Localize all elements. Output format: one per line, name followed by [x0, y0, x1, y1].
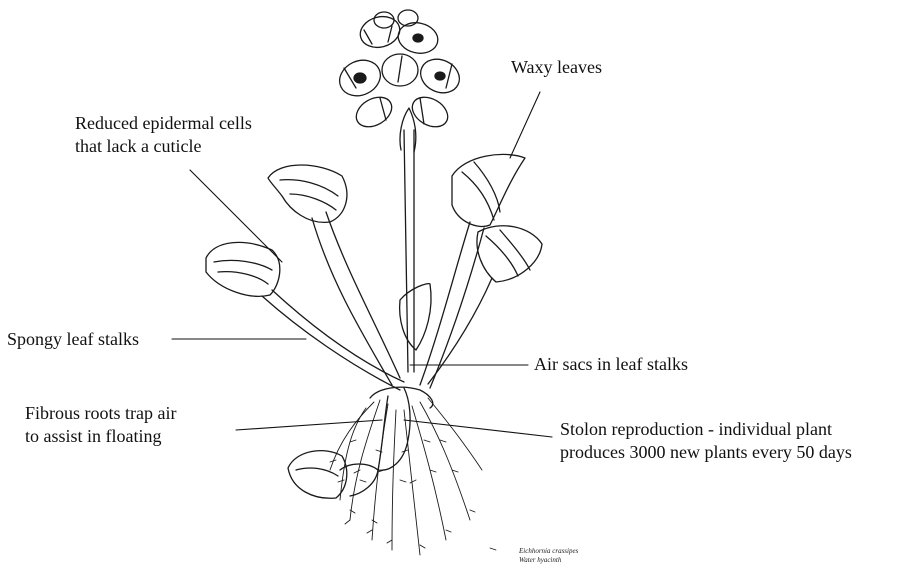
leader-roots — [236, 420, 382, 430]
label-waxy-leaves: Waxy leaves — [511, 56, 602, 79]
label-stolon-line1: Stolon reproduction - individual plant — [560, 418, 832, 441]
leader-lines — [172, 92, 552, 437]
caption-common-name: Water hyacinth — [519, 556, 561, 565]
label-air-sacs: Air sacs in leaf stalks — [534, 353, 688, 376]
leader-epidermal — [190, 170, 282, 262]
label-epidermal-line1: Reduced epidermal cells — [75, 112, 252, 135]
label-spongy-stalks: Spongy leaf stalks — [7, 328, 139, 351]
flower-cluster — [334, 10, 465, 133]
label-epidermal-line2: that lack a cuticle — [75, 135, 201, 158]
label-stolon-line2: produces 3000 new plants every 50 days — [560, 441, 852, 464]
leaf-stalks — [262, 212, 492, 390]
leaf-blades — [206, 154, 542, 498]
plant-base — [370, 387, 433, 470]
label-roots-line1: Fibrous roots trap air — [25, 402, 176, 425]
leader-stolon — [404, 420, 552, 437]
caption-species: Eichhornia crassipes — [519, 547, 578, 556]
label-roots-line2: to assist in floating — [25, 425, 162, 448]
leader-waxy-leaves — [510, 92, 540, 158]
